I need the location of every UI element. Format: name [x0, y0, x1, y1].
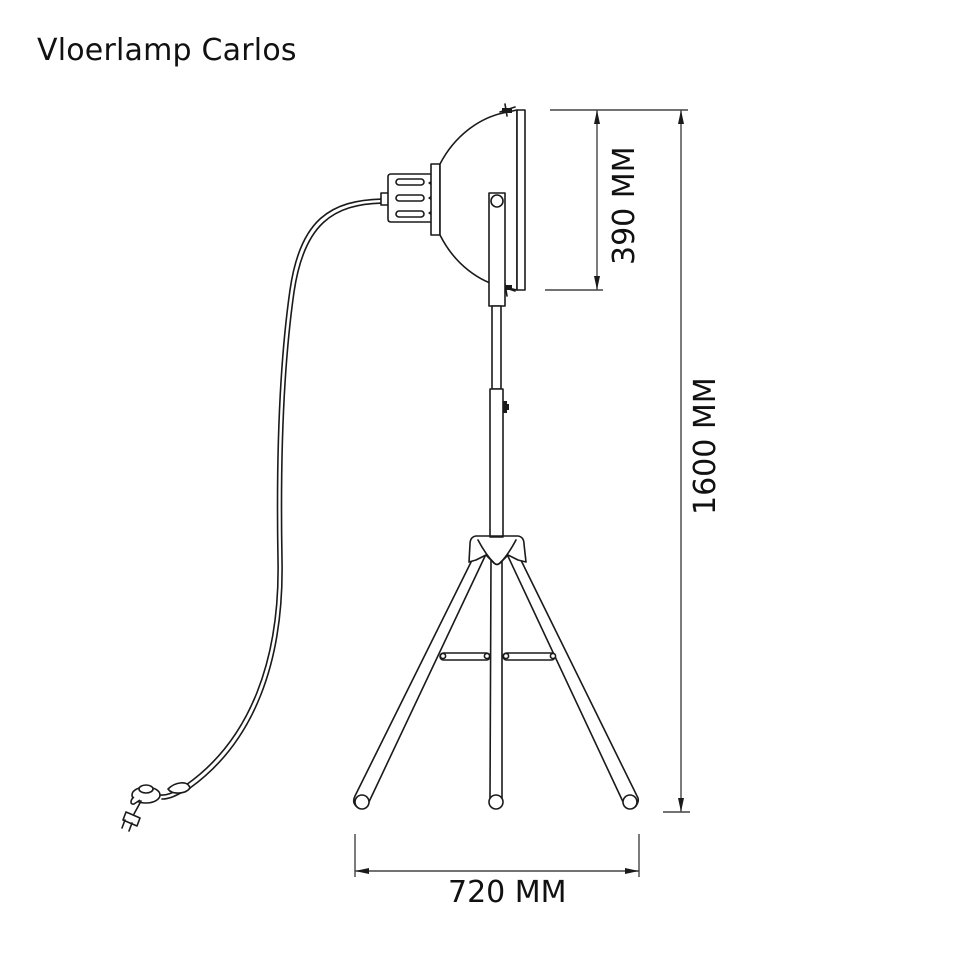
page-title: Vloerlamp Carlos: [37, 33, 297, 68]
lamp-holder: [380, 163, 441, 236]
inline-switch-icon: [130, 782, 191, 805]
total-height-label: 1600 MM: [688, 377, 723, 515]
lamp-shade: [439, 103, 526, 297]
dimension-base-width: 720 MM: [354, 834, 640, 910]
plug-icon: [121, 800, 142, 832]
tripod-head: [468, 535, 527, 566]
telescopic-pole: [488, 192, 506, 538]
base-width-label: 720 MM: [448, 875, 567, 910]
power-cord: [185, 198, 384, 789]
leg-braces: [439, 652, 557, 661]
height-knob-icon: [503, 401, 509, 413]
dimension-total-height: 1600 MM: [663, 110, 723, 813]
shade-height-label: 390 MM: [607, 146, 642, 265]
dimension-shade-height: 390 MM: [545, 109, 688, 291]
tripod-legs: [352, 545, 640, 810]
